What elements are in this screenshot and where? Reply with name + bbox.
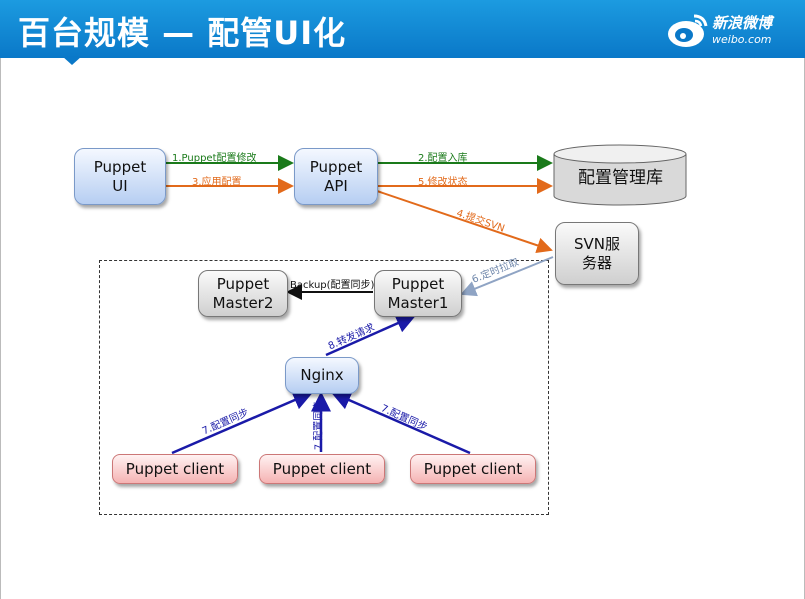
backup-label: Backup(配置同步) (290, 280, 375, 291)
svn-server-node: SVN服 务器 (555, 222, 639, 285)
puppet-api-node: Puppet API (294, 148, 378, 205)
puppet-ui-node: Puppet UI (74, 148, 166, 205)
edge-7-left (171, 390, 314, 455)
slide-title: 百台规模 — 配管UI化 (18, 14, 347, 52)
header-notch (62, 56, 82, 65)
brand-url: weibo.com (712, 33, 772, 46)
edge-7-right (330, 390, 471, 455)
frame-left (0, 58, 1, 599)
edge-7-mid-label: 7.配置同步 (313, 400, 325, 451)
database-icon (553, 144, 687, 206)
master-cluster-boundary (99, 260, 549, 515)
edge-1-label: 1.Puppet配置修改 (172, 153, 257, 164)
edge-2-label: 2.配置入库 (418, 153, 468, 164)
edge-3-label: 3.应用配置 (192, 177, 242, 188)
config-db-label: 配置管理库 (578, 168, 663, 188)
weibo-logo-icon (668, 14, 708, 47)
edge-6 (460, 256, 554, 297)
puppet-client-right: Puppet client (410, 454, 536, 484)
brand-name: 新浪微博 (712, 14, 773, 32)
puppet-client-mid: Puppet client (259, 454, 385, 484)
edge-5-label: 5.修改状态 (418, 177, 468, 188)
puppet-master2-node: Puppet Master2 (198, 270, 288, 317)
nginx-node: Nginx (285, 357, 359, 394)
puppet-master1-node: Puppet Master1 (374, 270, 462, 317)
edge-8 (325, 313, 417, 357)
puppet-client-left: Puppet client (112, 454, 238, 484)
edge-4 (373, 189, 553, 254)
